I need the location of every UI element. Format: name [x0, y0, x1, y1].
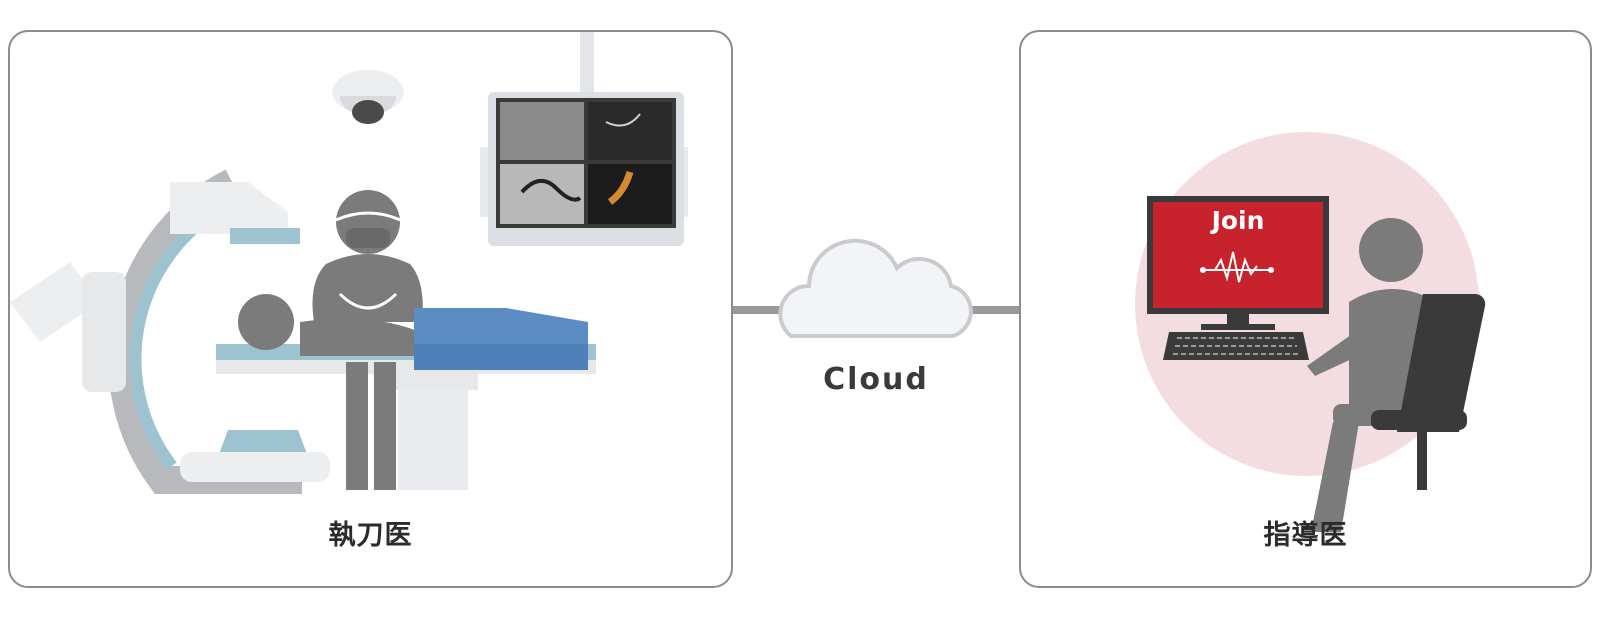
office-chair-icon: [1371, 293, 1486, 490]
operating-surgeon-label: 執刀医: [328, 520, 413, 551]
cloud-icon: [778, 238, 973, 338]
supervising-doctor-label: 指導医: [1263, 520, 1348, 551]
display-monitor-icon: [488, 92, 684, 246]
surgeon-figure-icon: [300, 190, 423, 490]
cloud-connection: [733, 238, 1019, 338]
cloud-label: Cloud: [823, 362, 929, 397]
computer-monitor-icon: [1147, 196, 1329, 330]
supervising-doctor-panel: Join 指導医: [1019, 30, 1592, 588]
ceiling-pole: [580, 32, 594, 92]
c-arm-scanner-icon: [10, 169, 330, 494]
operating-room-illustration: [10, 32, 688, 494]
join-app-label: Join: [1211, 206, 1265, 235]
operating-surgeon-panel: 執刀医: [8, 30, 733, 588]
connection-line-left: [733, 306, 783, 314]
audio-waveform-icon: [1200, 251, 1274, 283]
keyboard-icon: [1163, 332, 1309, 360]
connection-line-right: [969, 306, 1019, 314]
ceiling-camera-icon: [332, 70, 404, 124]
patient-head-icon: [238, 294, 294, 350]
remote-doctor-illustration: [1135, 132, 1486, 532]
